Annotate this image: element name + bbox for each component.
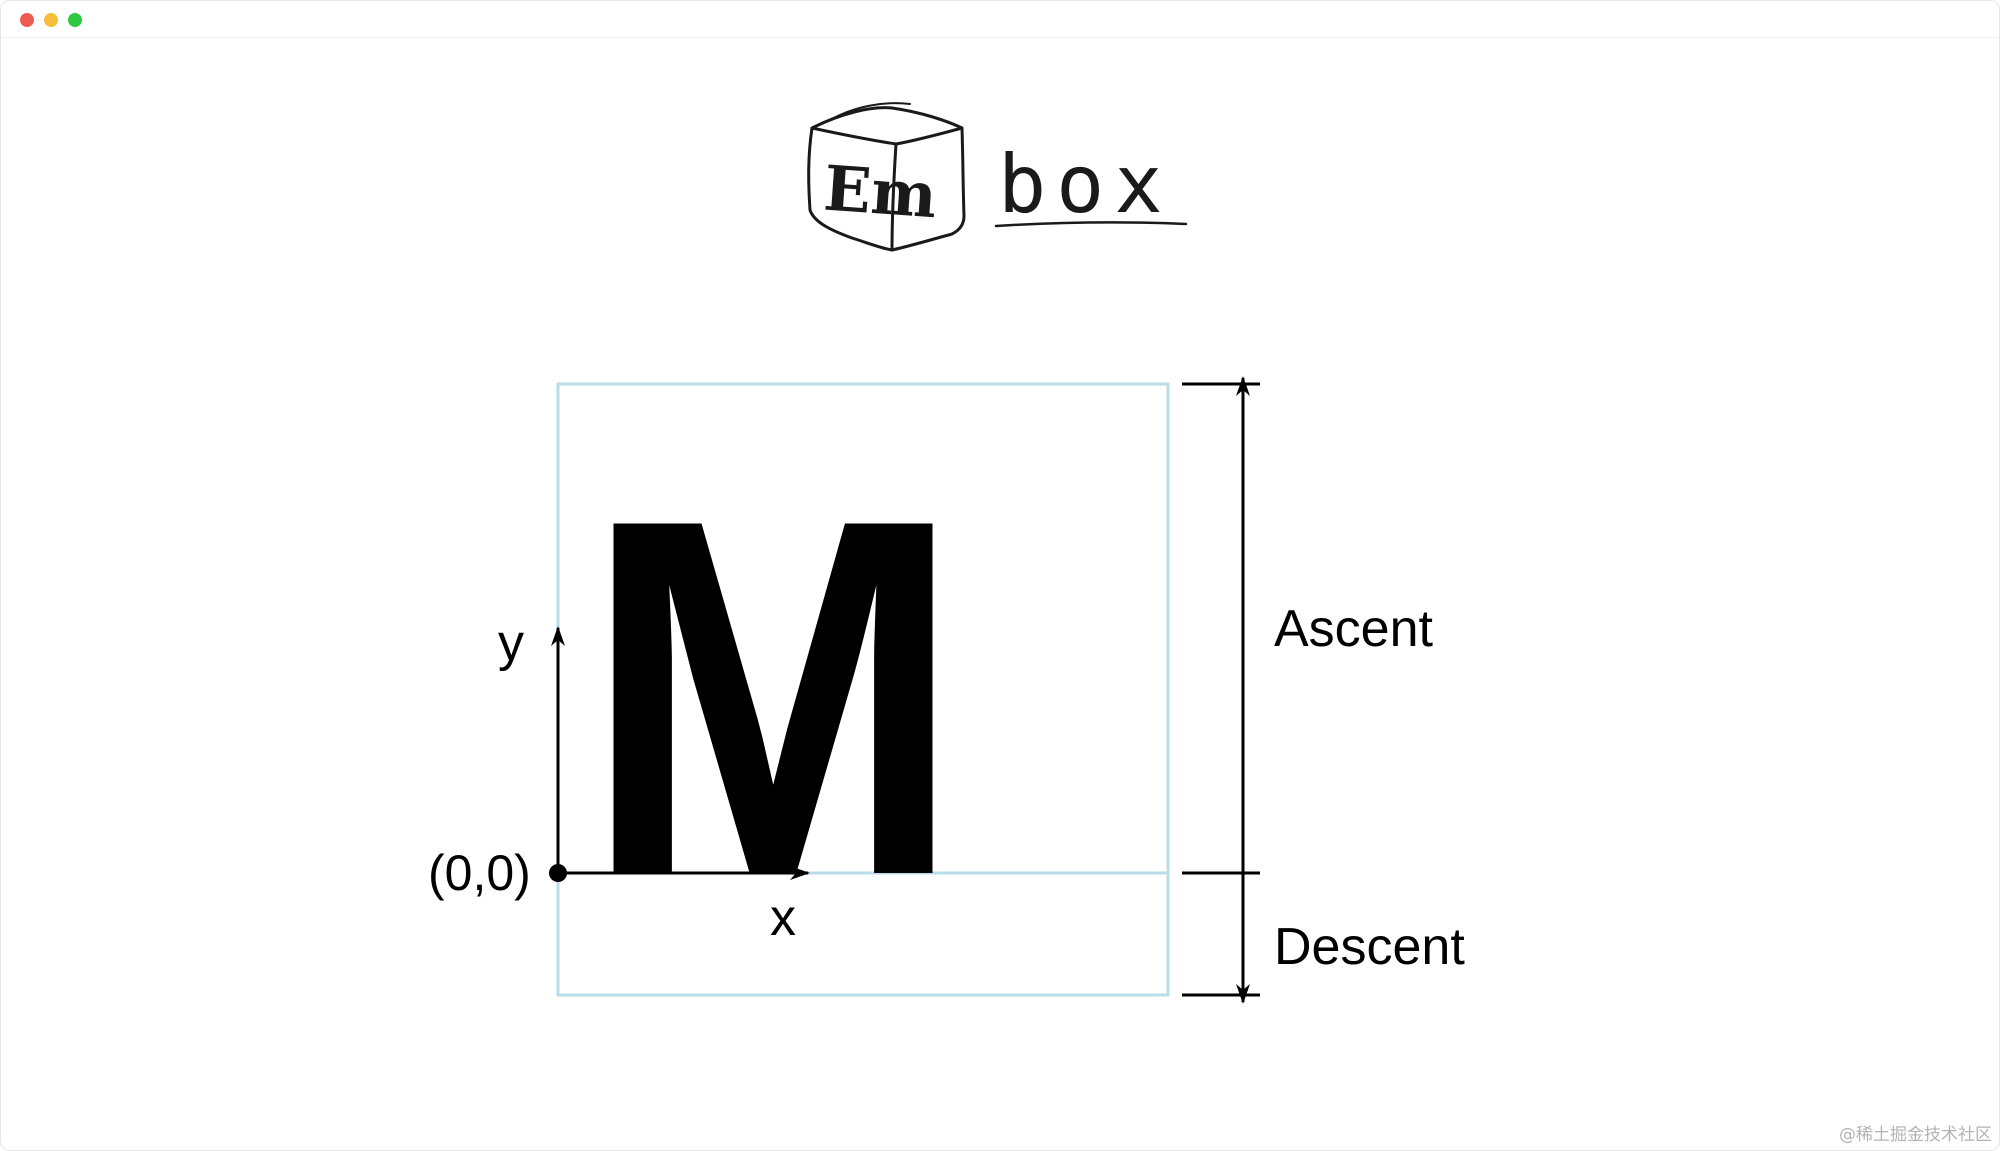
maximize-window-button[interactable] [68,13,82,27]
cube-logo-icon [807,102,966,252]
origin-point [549,864,567,882]
ascent-label: Ascent [1274,600,1434,658]
close-window-button[interactable] [20,13,34,27]
logo-cube-text: Em [822,152,940,233]
origin-label: (0,0) [428,845,531,901]
logo-underline [994,221,1188,228]
embox-logo: Em box [807,102,1188,252]
x-axis-label: x [770,889,796,947]
title-bar [1,1,1999,38]
minimize-window-button[interactable] [44,13,58,27]
glyph-m: M [583,413,963,981]
descent-label: Descent [1274,918,1465,976]
watermark-text: @稀土掘金技术社区 [1839,1125,1992,1145]
y-axis-label: y [498,614,524,672]
logo-word-text: box [998,138,1173,231]
